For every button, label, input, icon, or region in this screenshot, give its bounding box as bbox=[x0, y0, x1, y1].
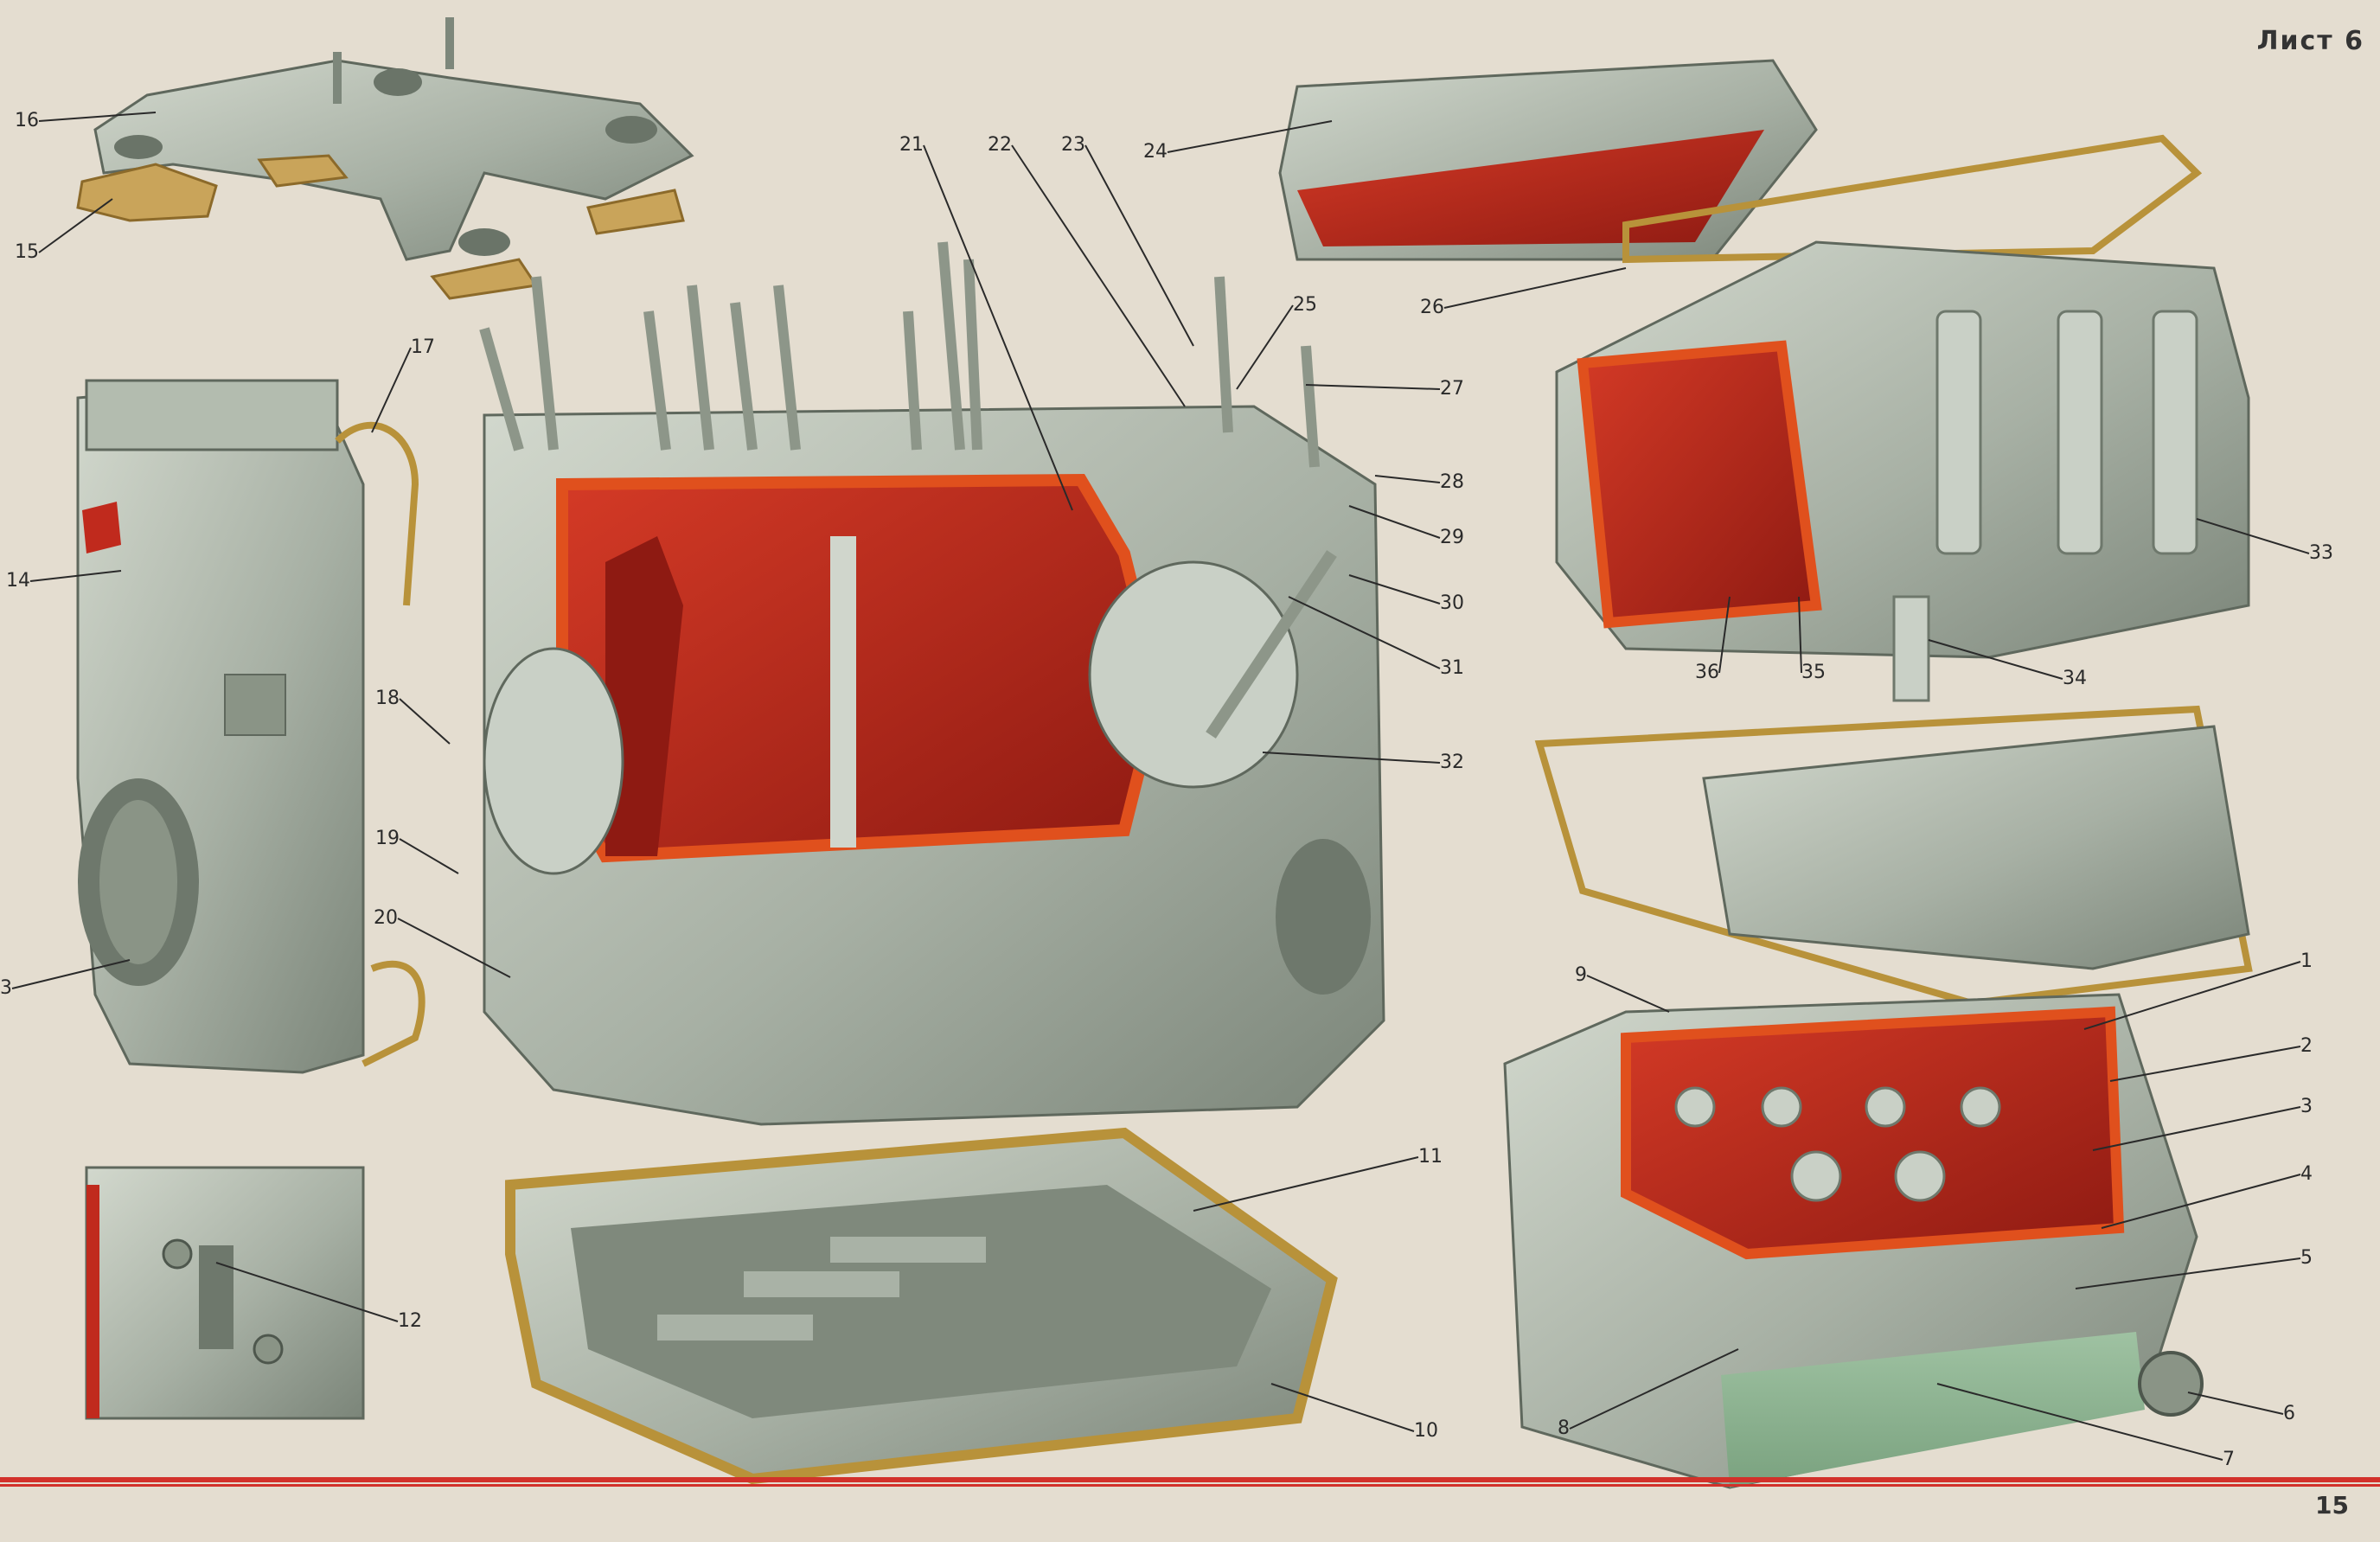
callout-24: 24 bbox=[1143, 141, 1168, 163]
leader-line-32 bbox=[1262, 752, 1441, 764]
leader-line-36 bbox=[1718, 596, 1731, 674]
valve-cover-gasket-top bbox=[1622, 134, 2203, 264]
callout-19: 19 bbox=[375, 828, 400, 849]
leader-line-26 bbox=[1443, 267, 1627, 309]
callout-21: 21 bbox=[899, 134, 924, 156]
leader-line-33 bbox=[2196, 518, 2310, 554]
callout-15: 15 bbox=[15, 241, 39, 263]
callout-2: 2 bbox=[2300, 1035, 2313, 1057]
callout-25: 25 bbox=[1293, 294, 1317, 316]
callout-4: 4 bbox=[2300, 1163, 2313, 1185]
sheet-label: Лист 6 bbox=[2256, 26, 2364, 56]
callout-18: 18 bbox=[375, 688, 400, 709]
leader-line-23 bbox=[1084, 144, 1194, 347]
callout-36: 36 bbox=[1695, 662, 1719, 683]
callout-31: 31 bbox=[1440, 657, 1464, 679]
callout-13: 13 bbox=[0, 977, 12, 999]
callout-29: 29 bbox=[1440, 527, 1464, 548]
callout-11: 11 bbox=[1418, 1146, 1443, 1168]
leader-line-4 bbox=[2101, 1174, 2301, 1229]
callout-20: 20 bbox=[374, 907, 398, 929]
callout-17: 17 bbox=[411, 336, 435, 358]
leader-line-13 bbox=[11, 959, 131, 989]
callout-27: 27 bbox=[1440, 378, 1464, 400]
callout-9: 9 bbox=[1575, 964, 1587, 986]
callout-32: 32 bbox=[1440, 752, 1464, 773]
callout-34: 34 bbox=[2063, 668, 2087, 689]
leader-line-3 bbox=[2092, 1106, 2301, 1151]
crankcase bbox=[479, 241, 1385, 1126]
intake-manifold bbox=[93, 17, 694, 261]
leader-line-30 bbox=[1348, 574, 1441, 605]
leader-line-20 bbox=[397, 918, 511, 978]
cylinder-head-lower bbox=[1503, 993, 2204, 1489]
callout-14: 14 bbox=[6, 570, 30, 592]
callout-16: 16 bbox=[15, 110, 39, 131]
callout-23: 23 bbox=[1061, 134, 1085, 156]
callout-33: 33 bbox=[2309, 542, 2333, 564]
page-number: 15 bbox=[2315, 1491, 2349, 1520]
callout-3: 3 bbox=[2300, 1096, 2313, 1117]
callout-22: 22 bbox=[988, 134, 1012, 156]
callout-12: 12 bbox=[398, 1310, 422, 1332]
manifold-gaskets bbox=[76, 154, 685, 300]
bottom-rule bbox=[0, 1477, 2380, 1482]
leader-line-25 bbox=[1236, 304, 1294, 390]
cylinder-head-upper bbox=[1555, 240, 2250, 702]
leader-line-35 bbox=[1798, 596, 1802, 674]
callout-28: 28 bbox=[1440, 471, 1464, 493]
leader-line-34 bbox=[1928, 639, 2063, 680]
leader-line-29 bbox=[1348, 505, 1441, 539]
valve-cover-top bbox=[1278, 59, 1818, 261]
callout-26: 26 bbox=[1420, 297, 1444, 318]
leader-line-1 bbox=[2083, 961, 2301, 1030]
callout-35: 35 bbox=[1801, 662, 1826, 683]
leader-line-11 bbox=[1193, 1156, 1419, 1212]
valve-cover-gasket-lower bbox=[1534, 705, 2253, 1008]
callout-7: 7 bbox=[2223, 1449, 2235, 1470]
leader-line-6 bbox=[2187, 1392, 2284, 1415]
callout-6: 6 bbox=[2283, 1403, 2295, 1424]
callout-1: 1 bbox=[2300, 950, 2313, 972]
small-cover bbox=[85, 1166, 365, 1420]
leader-line-28 bbox=[1374, 475, 1441, 483]
valve-cover-lower bbox=[1702, 725, 2250, 970]
leader-line-2 bbox=[2109, 1046, 2301, 1082]
leader-line-7 bbox=[1936, 1383, 2223, 1461]
callout-layer: 1234567891011121314151617181920212223242… bbox=[0, 110, 2333, 1470]
leader-line-17 bbox=[371, 347, 412, 433]
callout-5: 5 bbox=[2300, 1247, 2313, 1269]
leader-line-24 bbox=[1167, 120, 1333, 153]
leader-line-27 bbox=[1305, 384, 1441, 390]
oil-pan bbox=[505, 1127, 1338, 1485]
leader-line-5 bbox=[2075, 1257, 2301, 1289]
leader-line-15 bbox=[38, 198, 113, 253]
leader-line-31 bbox=[1288, 596, 1441, 669]
timing-cover-gaskets bbox=[335, 421, 425, 1067]
leader-line-21 bbox=[923, 144, 1073, 511]
leader-line-14 bbox=[29, 570, 122, 582]
callout-30: 30 bbox=[1440, 592, 1464, 614]
leader-line-9 bbox=[1586, 975, 1670, 1013]
callout-10: 10 bbox=[1414, 1420, 1438, 1442]
leader-line-16 bbox=[38, 112, 157, 122]
leader-line-22 bbox=[1011, 144, 1186, 407]
leader-line-18 bbox=[399, 698, 451, 745]
leader-line-19 bbox=[399, 838, 459, 874]
leader-line-8 bbox=[1569, 1348, 1739, 1430]
leader-line-12 bbox=[215, 1262, 399, 1322]
timing-cover bbox=[76, 379, 365, 1074]
leader-line-10 bbox=[1270, 1383, 1415, 1432]
callout-8: 8 bbox=[1558, 1417, 1570, 1439]
